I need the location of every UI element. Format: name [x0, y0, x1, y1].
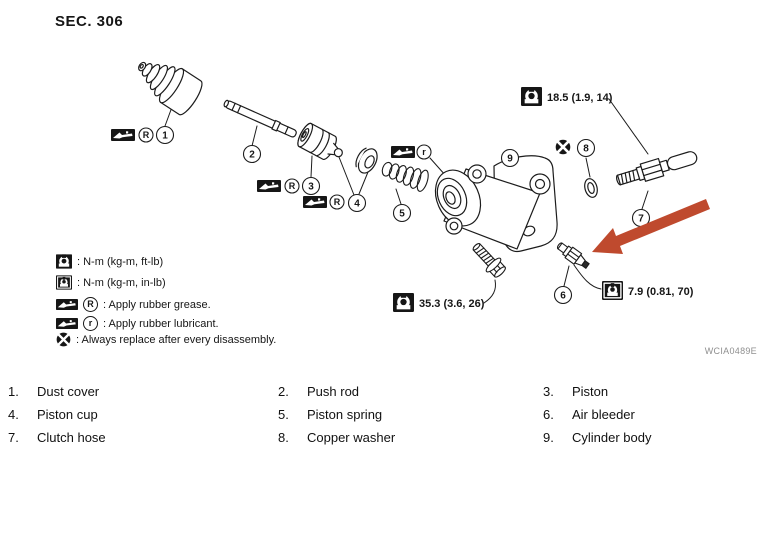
- part-list-item: 3. Piston: [543, 380, 765, 403]
- replace-icon: [555, 139, 571, 155]
- part-number: 1.: [8, 384, 19, 399]
- figure-code: WCIA0489E: [704, 346, 757, 356]
- part-name: Cylinder body: [572, 430, 652, 445]
- part-list-item: 9. Cylinder body: [543, 426, 765, 449]
- callout-R: R: [138, 127, 154, 143]
- legend-row-lubricant: r : Apply rubber lubricant.: [56, 316, 219, 331]
- part-name: Piston cup: [37, 407, 98, 422]
- svg-text:R: R: [334, 197, 341, 207]
- leader-lines: [164, 98, 649, 304]
- svg-text:6: 6: [560, 291, 566, 302]
- part-list-item: 6. Air bleeder: [543, 403, 765, 426]
- svg-text:5: 5: [399, 209, 405, 220]
- exploded-diagram: 18.5 (1.9, 14) 35.3 (3.6, 26) 7.9 (0.81,…: [111, 61, 710, 312]
- part-number: 6.: [543, 407, 554, 422]
- part-name: Piston: [572, 384, 609, 399]
- part-name: Push rod: [307, 384, 360, 399]
- part-piston-cup: [355, 147, 378, 174]
- part-number: 4.: [8, 407, 19, 422]
- part-air-bleeder: [556, 242, 590, 269]
- svg-text:9: 9: [507, 154, 513, 165]
- part-number: 9.: [543, 430, 554, 445]
- svg-text:1: 1: [162, 131, 168, 142]
- callout-3: 3: [301, 176, 321, 196]
- replace-icon: [56, 332, 71, 347]
- svg-text:18.5 (1.9, 14): 18.5 (1.9, 14): [547, 92, 613, 104]
- part-piston: [297, 122, 343, 161]
- part-cylinder-body: [434, 155, 558, 253]
- part-name: Clutch hose: [37, 430, 106, 445]
- part-clutch-hose: [615, 151, 698, 186]
- part-list-item: 7. Clutch hose: [8, 426, 278, 449]
- part-list-item: 4. Piston cup: [8, 403, 278, 426]
- callout-6: 6: [553, 285, 573, 305]
- part-list-item: 5. Piston spring: [278, 403, 543, 426]
- svg-text:3: 3: [308, 182, 314, 193]
- legend-text: : Apply rubber lubricant.: [103, 317, 219, 330]
- svg-text:r: r: [422, 147, 426, 157]
- part-dust-cover: [138, 61, 203, 116]
- torque-inlb-icon: [602, 281, 623, 300]
- callout-r: r: [416, 144, 432, 160]
- svg-text:7: 7: [638, 214, 644, 225]
- part-number: 3.: [543, 384, 554, 399]
- torque-label-air-bleeder: 7.9 (0.81, 70): [602, 281, 694, 300]
- svg-text:R: R: [289, 181, 296, 191]
- legend-text: : N-m (kg-m, in-lb): [77, 276, 166, 289]
- part-number: 8.: [278, 430, 289, 445]
- part-mounting-bolt: [472, 243, 506, 278]
- legend-row-inlb: : N-m (kg-m, in-lb): [56, 275, 166, 290]
- svg-text:7.9 (0.81, 70): 7.9 (0.81, 70): [628, 286, 694, 298]
- part-piston-spring: [381, 161, 429, 192]
- svg-text:8: 8: [583, 144, 589, 155]
- callout-1: 1: [155, 125, 175, 145]
- pointer-arrow: [592, 199, 710, 254]
- torque-ftlb-icon: [521, 87, 542, 106]
- legend-text: : Always replace after every disassembly…: [76, 333, 277, 346]
- grease-icon: [56, 299, 78, 310]
- part-number: 7.: [8, 430, 19, 445]
- svg-text:2: 2: [249, 150, 255, 161]
- legend-row-replace: : Always replace after every disassembly…: [56, 332, 276, 347]
- legend-text: : N-m (kg-m, ft-lb): [77, 255, 164, 268]
- callout-r: r: [83, 316, 98, 331]
- part-name: Dust cover: [37, 384, 100, 399]
- svg-text:4: 4: [354, 199, 360, 210]
- callout-2: 2: [242, 144, 262, 164]
- legend-row-grease: R : Apply rubber grease.: [56, 297, 211, 312]
- part-list-item: 8. Copper washer: [278, 426, 543, 449]
- torque-label-clutch-hose: 18.5 (1.9, 14): [521, 87, 613, 106]
- callout-R: R: [329, 194, 345, 210]
- legend-text: : Apply rubber grease.: [103, 298, 211, 311]
- torque-inlb-icon: [56, 275, 72, 290]
- legend-row-ftlb: : N-m (kg-m, ft-lb): [56, 254, 163, 269]
- svg-text:35.3 (3.6, 26): 35.3 (3.6, 26): [419, 298, 485, 310]
- part-number: 2.: [278, 384, 289, 399]
- legend: : N-m (kg-m, ft-lb) : N-m (kg-m, in-lb) …: [0, 0, 420, 360]
- part-list-item: 2. Push rod: [278, 380, 543, 403]
- grease-icon: [56, 318, 78, 329]
- callout-R: R: [284, 178, 300, 194]
- part-copper-washer: [584, 178, 598, 198]
- part-name: Copper washer: [307, 430, 396, 445]
- parts-list: 1. Dust cover 2. Push rod 3. Piston 4. Pisto…: [0, 380, 765, 449]
- svg-text:R: R: [143, 130, 150, 140]
- part-list-item: 1. Dust cover: [8, 380, 278, 403]
- part-name: Piston spring: [307, 407, 383, 422]
- part-number: 5.: [278, 407, 289, 422]
- torque-label-mounting-bolt: 35.3 (3.6, 26): [393, 293, 485, 312]
- callout-R: R: [83, 297, 98, 312]
- callouts: 1 2 3 4 5 6 7 8 9 R R R r: [138, 125, 651, 305]
- callout-9: 9: [500, 148, 520, 168]
- callout-4: 4: [347, 193, 367, 213]
- callout-5: 5: [392, 203, 412, 223]
- callout-8: 8: [576, 138, 596, 158]
- torque-ftlb-icon: [56, 254, 72, 269]
- part-name: Air bleeder: [572, 407, 635, 422]
- part-push-rod: [223, 99, 297, 138]
- section-title: SEC. 306: [55, 13, 124, 30]
